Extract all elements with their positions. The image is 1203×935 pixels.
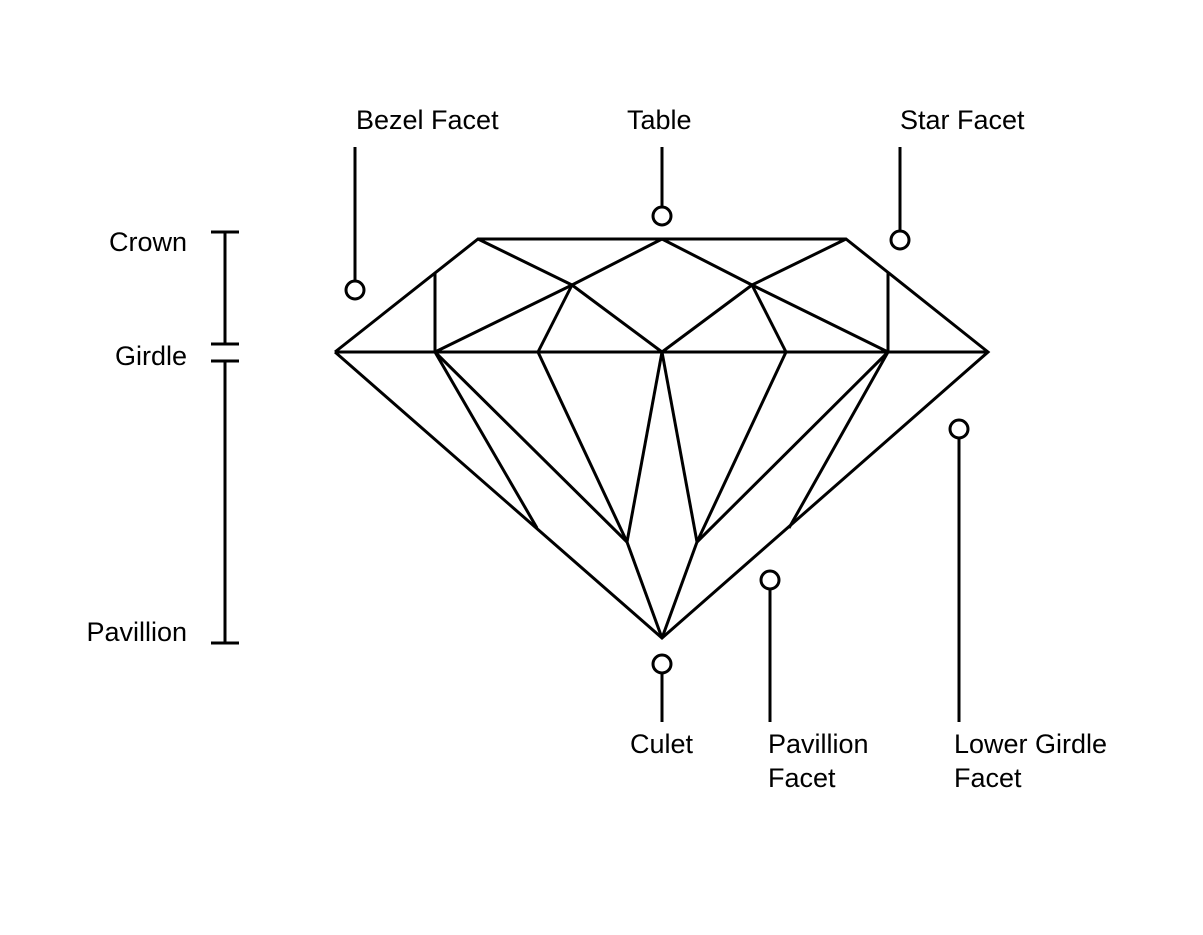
- pavilion-center-right: [660, 351, 699, 543]
- proportion-bracket: [211, 230, 239, 645]
- star-facet-label: Star Facet: [900, 105, 1025, 135]
- diamond-outline: [334, 237, 991, 640]
- pavilion-main-left: [433, 350, 629, 544]
- table-label: Table: [627, 105, 692, 135]
- pavilion-facets: [433, 350, 890, 639]
- pavilion-main-right: [695, 350, 890, 544]
- pavillion-label: Pavillion: [86, 617, 187, 647]
- bezel-edge-left-outer: [434, 283, 573, 354]
- lower-girdle-left-outer: [433, 351, 539, 529]
- pavillion-facet-label-line-1: Pavillion: [768, 729, 869, 759]
- girdle-label: Girdle: [114, 341, 187, 371]
- star-edge-right-upper: [751, 237, 847, 287]
- callout-pavillion-facet: [759, 569, 781, 722]
- bezel-facet-marker: [344, 279, 366, 301]
- pavilion-inner-right: [695, 351, 788, 543]
- callout-star-facet: [889, 147, 911, 251]
- kite-edge-right: [661, 283, 753, 354]
- callout-lower-girdle-facet: [948, 418, 970, 722]
- pavilion-center-left: [625, 351, 664, 543]
- culet-marker: [651, 653, 673, 675]
- lower-girdle-facet-label-line-1: Lower Girdle: [954, 729, 1108, 759]
- pavilion-culet-left: [625, 541, 664, 639]
- lower-girdle-facet-label-line-2: Facet: [954, 763, 1022, 793]
- bezel-edge-left-inner: [536, 284, 574, 353]
- bezel-facet-label: Bezel Facet: [356, 105, 499, 135]
- bezel-edge-right-outer: [751, 283, 889, 354]
- callout-bezel-facet: [344, 147, 366, 301]
- pavilion-culet-right: [660, 541, 699, 639]
- star-facet-marker: [889, 229, 911, 251]
- star-edge-center-right: [661, 237, 753, 287]
- star-edge-left-upper: [477, 237, 573, 287]
- culet-label: Culet: [630, 729, 694, 759]
- pavilion-inner-left: [536, 351, 629, 543]
- crown-label: Crown: [108, 227, 187, 257]
- callout-table: [651, 147, 673, 227]
- kite-edge-left: [571, 283, 663, 354]
- callout-culet: [651, 653, 673, 722]
- star-edge-center-left: [571, 237, 663, 287]
- pavillion-facet-marker: [759, 569, 781, 591]
- lower-girdle-facet-marker: [948, 418, 970, 440]
- bezel-edge-right-inner: [750, 284, 788, 353]
- pavillion-facet-label-line-2: Facet: [768, 763, 836, 793]
- table-marker: [651, 205, 673, 227]
- lower-girdle-right-outer: [787, 351, 890, 529]
- crown-facets: [433, 237, 890, 354]
